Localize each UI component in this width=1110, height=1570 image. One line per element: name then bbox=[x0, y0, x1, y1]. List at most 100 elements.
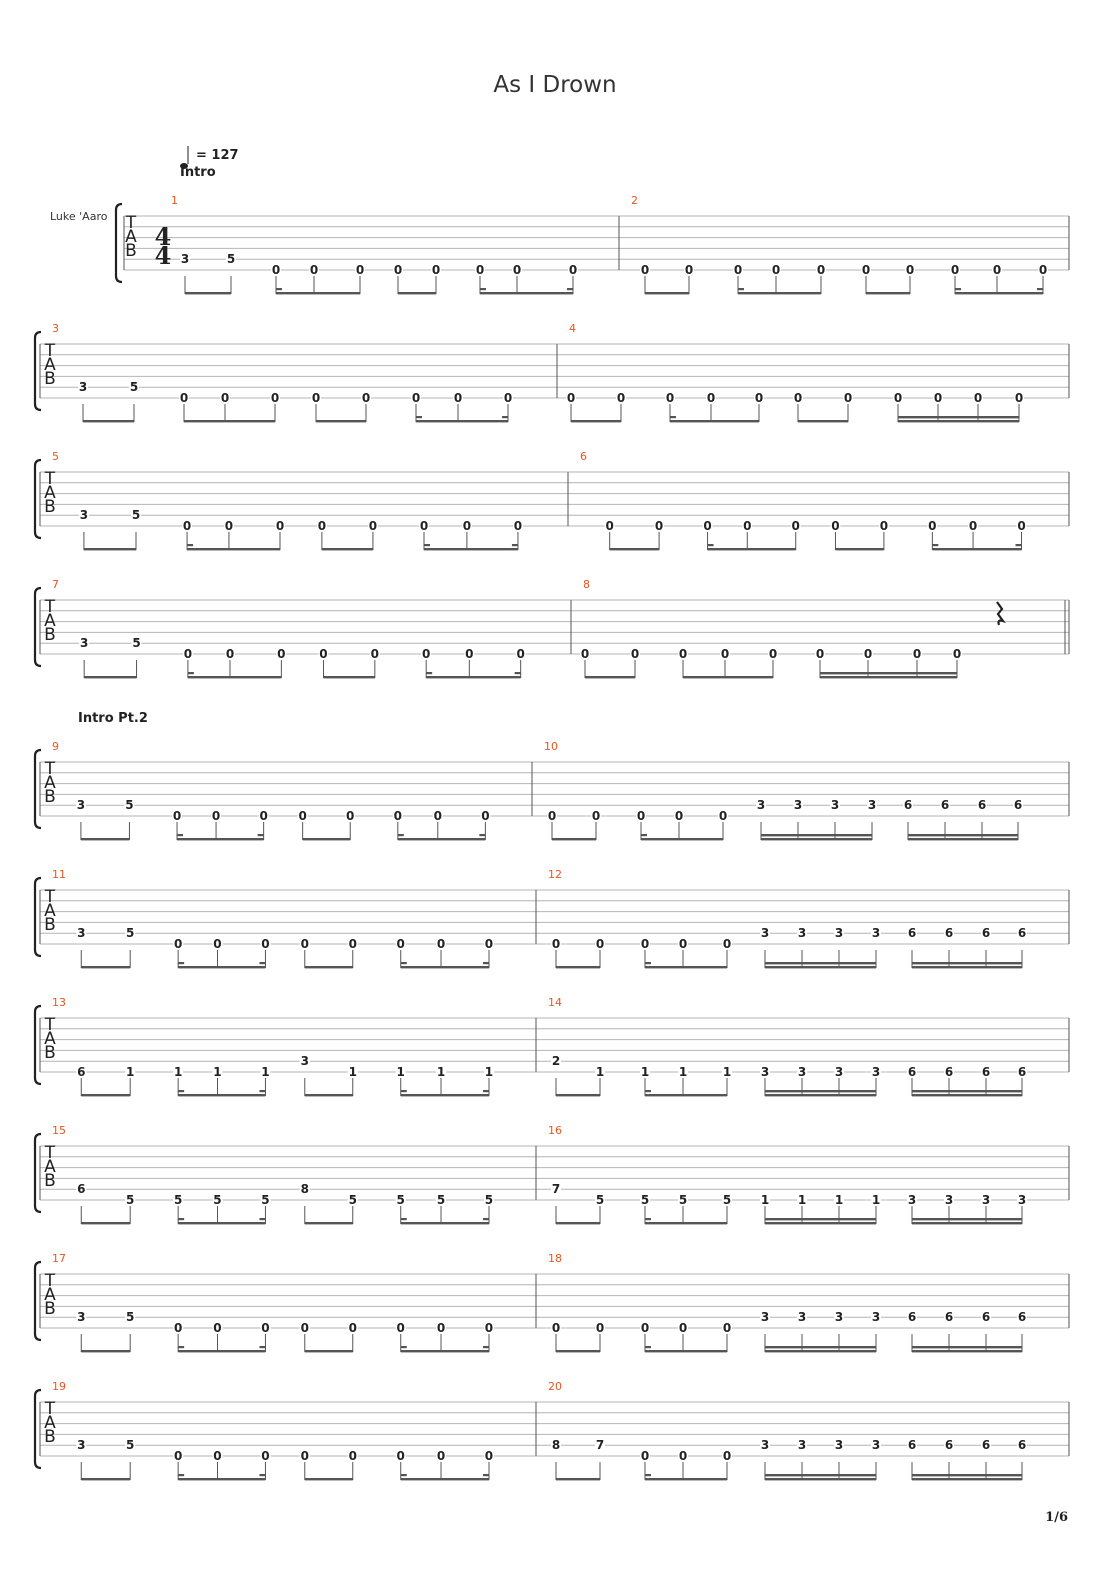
fret-mask bbox=[742, 520, 753, 531]
tab-clef-letter: B bbox=[44, 1427, 56, 1447]
fret-number: 5 bbox=[485, 1193, 493, 1207]
fret-number: 1 bbox=[641, 1065, 649, 1079]
fret-mask bbox=[480, 810, 491, 821]
beam bbox=[304, 1478, 353, 1481]
beam-stub bbox=[259, 1474, 266, 1477]
fret-number: 3 bbox=[77, 798, 85, 812]
staff-bracket bbox=[114, 202, 123, 284]
fret-mask bbox=[595, 1439, 605, 1451]
beam-stub bbox=[645, 1474, 651, 1477]
fret-number: 6 bbox=[77, 1065, 85, 1079]
fret-number: 0 bbox=[755, 391, 763, 405]
fret-number: 0 bbox=[514, 519, 522, 533]
fret-number: 0 bbox=[685, 263, 693, 277]
fret-number: 6 bbox=[1018, 926, 1026, 940]
tab-clef-letter: T bbox=[44, 1399, 56, 1419]
fret-mask bbox=[361, 392, 371, 403]
fret-mask bbox=[125, 1311, 136, 1323]
fret-mask bbox=[125, 1066, 136, 1077]
fret-mask bbox=[871, 927, 881, 939]
staff-bracket bbox=[33, 458, 42, 540]
fret-number: 0 bbox=[397, 937, 405, 951]
fret-number: 0 bbox=[913, 647, 921, 661]
beam bbox=[765, 1222, 876, 1225]
fret-number: 0 bbox=[817, 263, 825, 277]
fret-mask bbox=[309, 264, 319, 275]
beam bbox=[81, 1478, 131, 1481]
beam bbox=[820, 676, 957, 679]
beam bbox=[83, 548, 136, 551]
fret-number: 0 bbox=[437, 1449, 445, 1463]
beam-stub bbox=[482, 1218, 489, 1221]
tab-clef-letter: T bbox=[44, 1015, 56, 1035]
fret-mask bbox=[760, 1066, 770, 1077]
fret-mask bbox=[952, 648, 962, 659]
fret-number: 0 bbox=[173, 809, 181, 823]
fret-mask bbox=[125, 927, 136, 939]
fret-mask bbox=[299, 1183, 310, 1195]
fret-number: 3 bbox=[872, 1065, 880, 1079]
beam bbox=[424, 548, 518, 551]
beam bbox=[178, 1350, 266, 1353]
fret-number: 7 bbox=[552, 1182, 560, 1196]
fret-mask bbox=[944, 1311, 954, 1323]
fret-number: 1 bbox=[798, 1193, 806, 1207]
fret-mask bbox=[395, 1450, 406, 1461]
beam bbox=[670, 420, 759, 423]
fret-number: 1 bbox=[349, 1065, 357, 1079]
fret-number: 3 bbox=[872, 1438, 880, 1452]
fret-mask bbox=[212, 1322, 223, 1333]
fret-mask bbox=[1014, 392, 1024, 403]
fret-mask bbox=[878, 520, 889, 531]
fret-mask bbox=[436, 1066, 447, 1077]
fret-mask bbox=[395, 1066, 406, 1077]
beam bbox=[552, 838, 596, 841]
fret-number: 0 bbox=[319, 647, 327, 661]
fret-mask bbox=[1017, 1311, 1027, 1323]
fret-number: 0 bbox=[743, 519, 751, 533]
fret-mask bbox=[722, 1194, 732, 1205]
fret-mask bbox=[392, 810, 403, 821]
beam-stub bbox=[259, 962, 266, 965]
beam bbox=[683, 676, 773, 679]
fret-number: 0 bbox=[666, 391, 674, 405]
fret-mask bbox=[76, 1066, 87, 1077]
fret-mask bbox=[722, 1066, 732, 1077]
fret-mask bbox=[1017, 1194, 1027, 1205]
fret-mask bbox=[125, 1439, 136, 1451]
fret-mask bbox=[768, 648, 778, 659]
beam bbox=[398, 292, 436, 295]
fret-number: 0 bbox=[631, 647, 639, 661]
fret-mask bbox=[790, 520, 801, 531]
fret-mask bbox=[180, 253, 190, 265]
fret-mask bbox=[722, 1322, 732, 1333]
fret-number: 0 bbox=[362, 391, 370, 405]
fret-number: 0 bbox=[481, 809, 489, 823]
beam bbox=[323, 676, 375, 679]
beam bbox=[187, 548, 280, 551]
fret-number: 0 bbox=[862, 263, 870, 277]
fret-mask bbox=[566, 392, 576, 403]
fret-mask bbox=[311, 392, 321, 403]
fret-mask bbox=[760, 1194, 770, 1205]
beam bbox=[738, 292, 821, 295]
fret-number: 7 bbox=[596, 1438, 604, 1452]
fret-number: 6 bbox=[945, 1065, 953, 1079]
fret-mask bbox=[78, 381, 88, 393]
fret-number: 0 bbox=[221, 391, 229, 405]
fret-number: 0 bbox=[225, 519, 233, 533]
measure-number: 14 bbox=[548, 996, 562, 1009]
fret-number: 0 bbox=[596, 937, 604, 951]
fret-number: 6 bbox=[982, 1310, 990, 1324]
staff-bracket bbox=[33, 586, 42, 668]
beam bbox=[397, 838, 486, 841]
beam-stub bbox=[257, 834, 264, 837]
beam-stub bbox=[397, 834, 404, 837]
fret-mask bbox=[345, 810, 356, 821]
beam bbox=[185, 292, 231, 295]
fret-number: 3 bbox=[908, 1193, 916, 1207]
measure-number: 3 bbox=[52, 322, 59, 335]
beam-stub bbox=[670, 416, 676, 419]
beam bbox=[912, 1478, 1022, 1481]
beam bbox=[426, 676, 521, 679]
